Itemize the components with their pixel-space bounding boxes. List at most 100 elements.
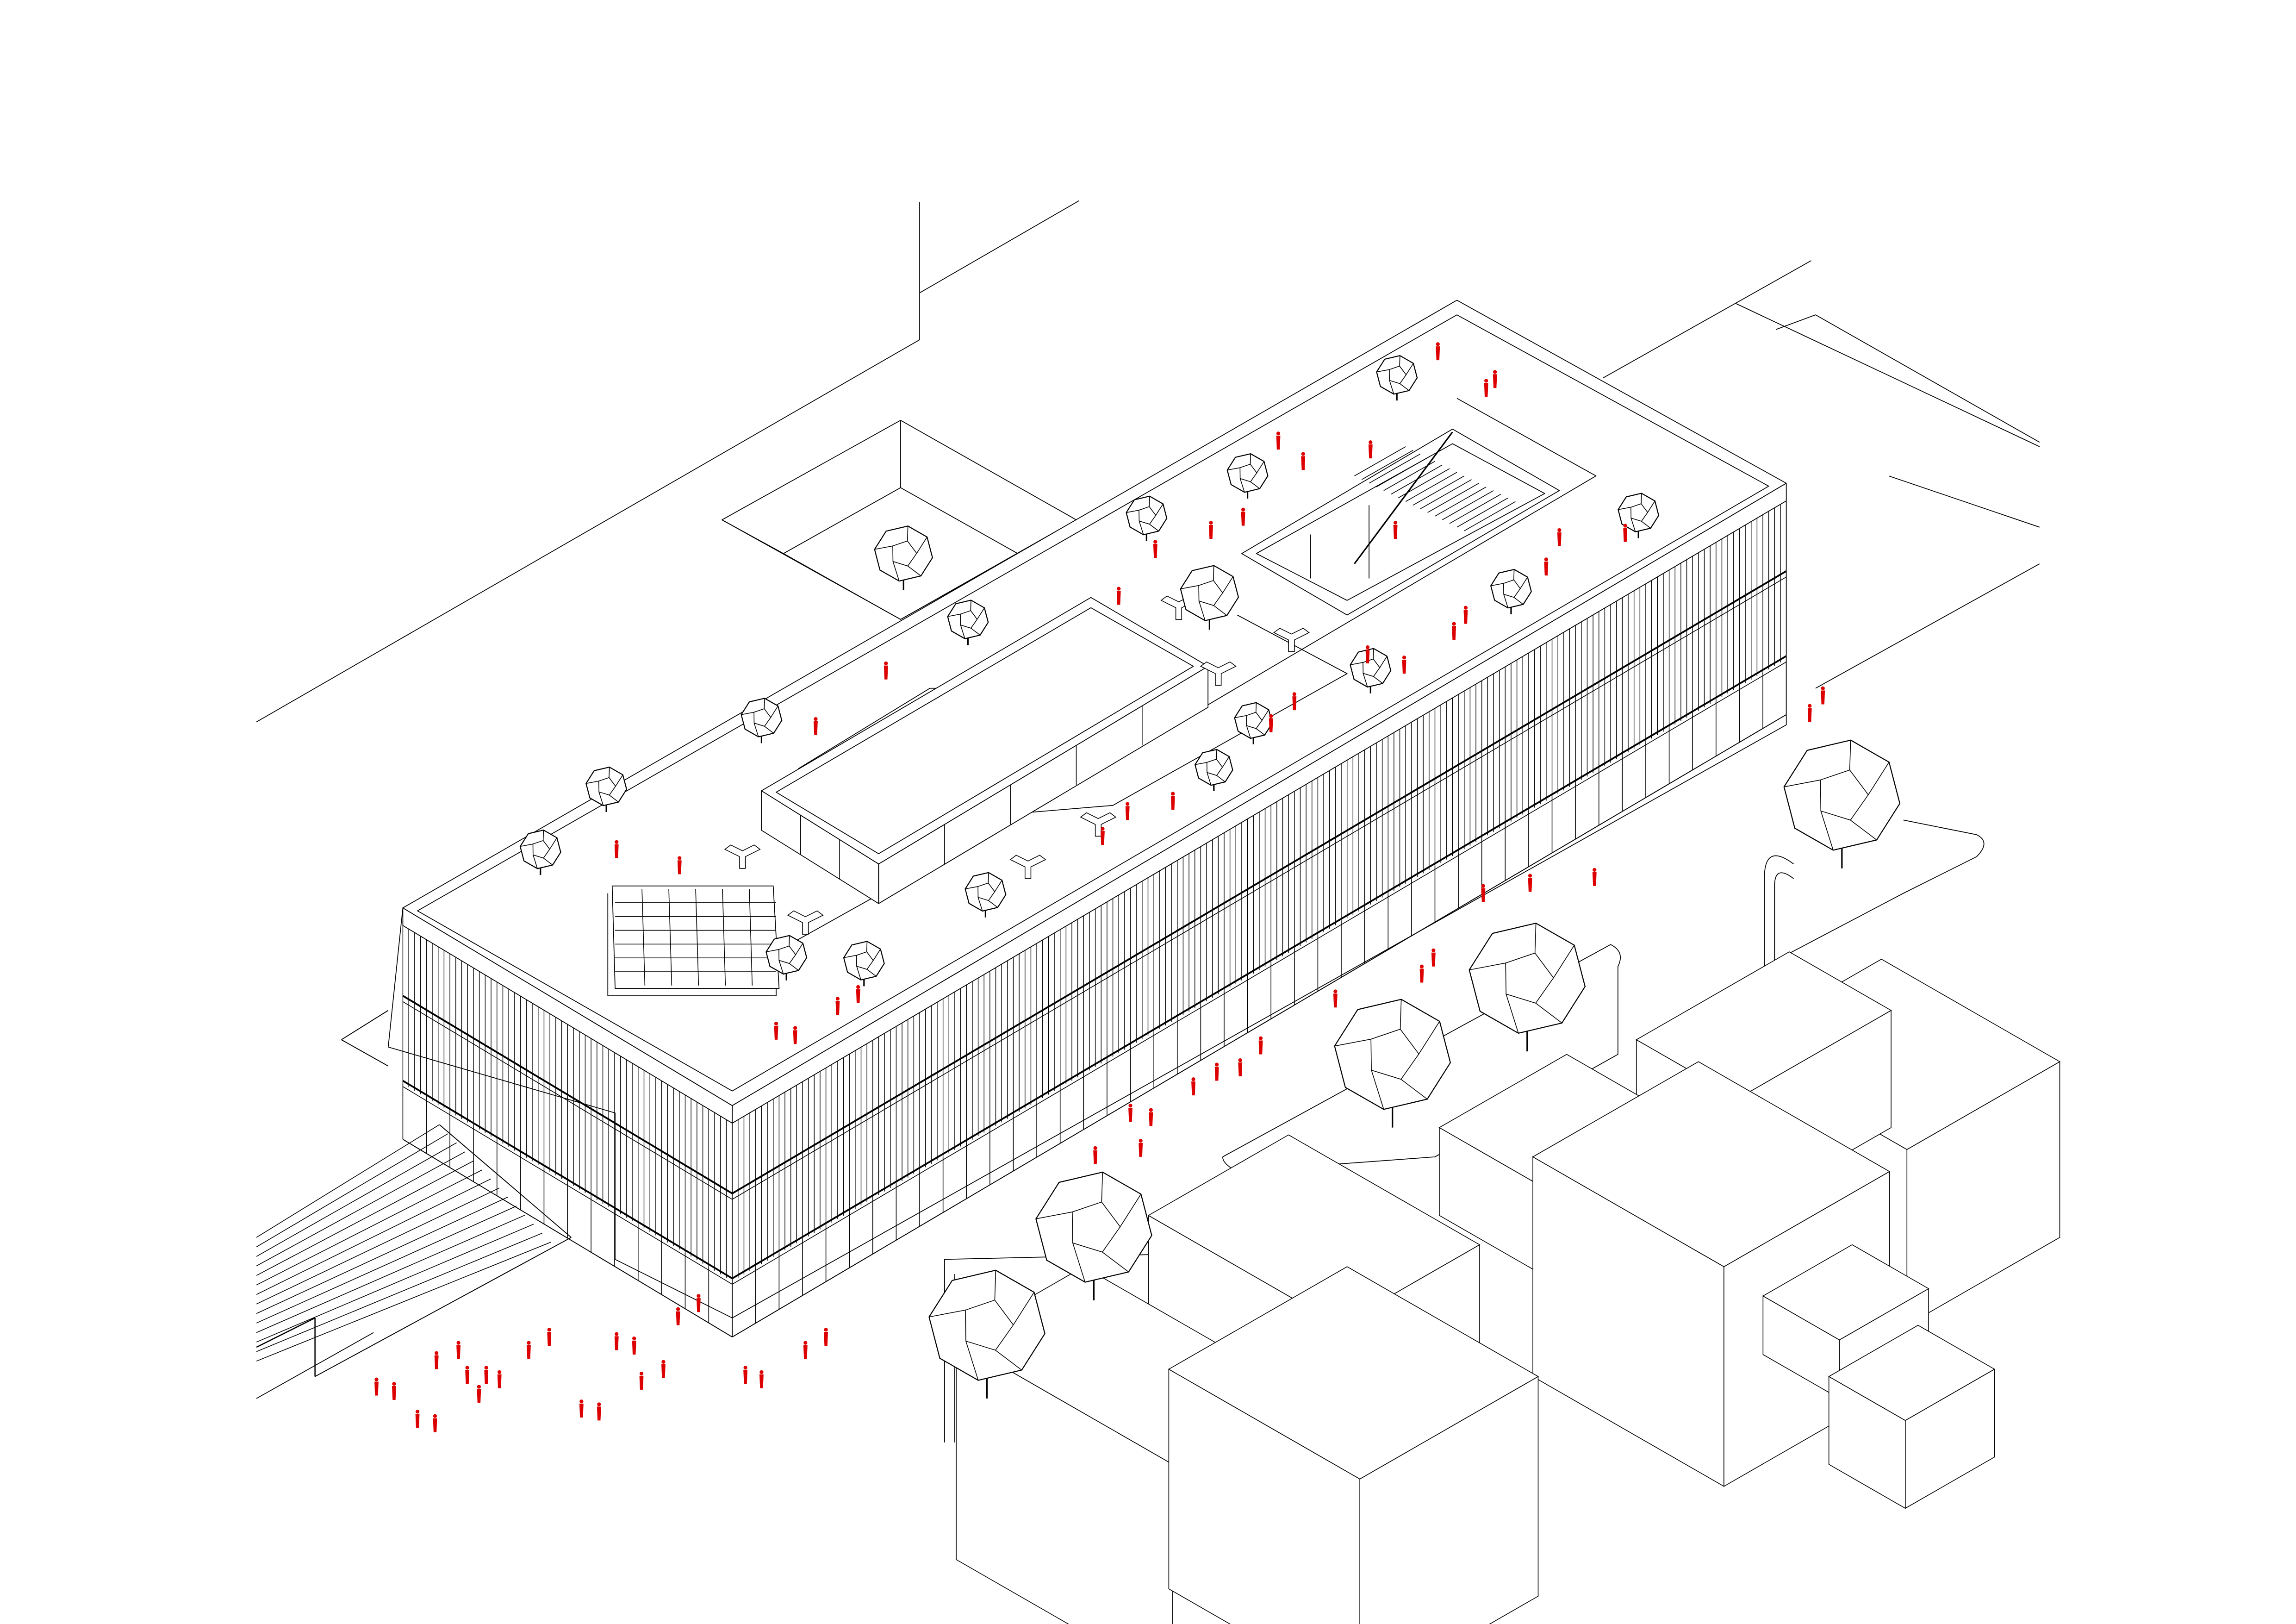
tree-facet — [960, 610, 978, 629]
tree-facet — [929, 1310, 966, 1318]
tree — [1180, 565, 1239, 630]
tree-facet — [1850, 819, 1877, 840]
tree-facet — [1198, 580, 1223, 606]
person-head — [456, 1341, 460, 1345]
person-body — [1393, 525, 1398, 539]
person-body — [1402, 660, 1406, 674]
person — [1463, 606, 1468, 624]
person-head — [676, 1307, 680, 1312]
tree-facet — [1503, 594, 1509, 608]
rooftop-benches — [724, 595, 1310, 935]
tree-crown — [1468, 922, 1586, 1034]
tree-facet — [1072, 1201, 1121, 1253]
main-building — [387, 300, 1787, 1337]
person-body — [1419, 968, 1424, 983]
tree-facet — [1389, 380, 1394, 394]
tree-facet — [764, 698, 765, 709]
trees — [519, 355, 1901, 1399]
person — [484, 1366, 489, 1384]
tree-facet — [1256, 728, 1265, 736]
stair-step — [256, 1178, 491, 1295]
person-head — [1369, 440, 1373, 444]
tree-facet — [965, 886, 978, 889]
person-head — [743, 1366, 747, 1370]
tree — [964, 872, 1007, 918]
tree-facet — [1072, 1243, 1086, 1282]
tree-facet — [843, 955, 857, 958]
person-body — [392, 1386, 396, 1400]
person — [497, 1370, 502, 1388]
person-head — [1821, 686, 1825, 690]
tree-facet — [1849, 740, 1851, 770]
stair-step — [256, 1133, 448, 1248]
person — [374, 1377, 379, 1396]
person-body — [434, 1355, 439, 1369]
tree — [740, 698, 783, 743]
tree-facet — [598, 777, 616, 796]
person-head — [793, 1026, 797, 1030]
facade-band — [403, 1086, 733, 1285]
person-body — [1093, 1150, 1098, 1164]
person-head — [484, 1366, 488, 1370]
person-body — [456, 1345, 461, 1359]
tree-facet — [977, 607, 985, 620]
person-head — [697, 1294, 701, 1298]
person-head — [1269, 714, 1273, 718]
person — [1116, 587, 1121, 605]
person — [527, 1341, 531, 1359]
tree-crown — [874, 525, 933, 582]
person — [1093, 1146, 1098, 1164]
street-edge-right-5 — [1888, 475, 2040, 528]
street-edge-top — [919, 200, 1080, 294]
person — [1528, 874, 1532, 892]
person-head — [1153, 540, 1157, 544]
tree-facet — [856, 951, 874, 970]
tree — [519, 829, 561, 875]
person-head — [1402, 656, 1406, 660]
person-head — [1139, 1139, 1143, 1143]
person-head — [547, 1328, 551, 1332]
person-body — [824, 1331, 828, 1346]
person-body — [1101, 831, 1105, 845]
person-head — [615, 840, 619, 844]
person-body — [814, 721, 818, 735]
bench — [1009, 855, 1046, 879]
person-body — [1276, 436, 1281, 450]
tree-facet — [1250, 454, 1251, 464]
person-body — [1116, 591, 1121, 605]
tree-facet — [1630, 503, 1649, 522]
person — [1493, 370, 1497, 388]
person — [814, 717, 818, 735]
person — [1276, 431, 1281, 450]
person — [1592, 868, 1597, 886]
person — [677, 856, 682, 874]
tree-facet — [965, 1341, 979, 1380]
tree-facet — [1376, 369, 1390, 373]
person-body — [1821, 690, 1825, 705]
person — [434, 1351, 439, 1369]
person-body — [632, 1340, 636, 1355]
person — [1544, 557, 1549, 576]
stair-step — [256, 1224, 534, 1343]
person-body — [884, 665, 888, 680]
tree-facet — [1216, 749, 1217, 759]
courtyard-step — [1412, 475, 1465, 506]
tree-crown — [1234, 702, 1273, 739]
person-head — [615, 1332, 619, 1336]
person-head — [1481, 884, 1485, 888]
tree-facet — [1198, 600, 1206, 621]
facade-band — [732, 662, 1787, 1285]
tree-facet — [795, 943, 803, 955]
person-body — [477, 1389, 481, 1403]
tree-facet — [1406, 363, 1414, 375]
block-roof — [1532, 1061, 1891, 1268]
person-head — [1292, 692, 1296, 696]
stair-step — [256, 1196, 508, 1314]
person — [1623, 524, 1628, 542]
person-body — [856, 989, 860, 1003]
tree-facet — [874, 545, 893, 550]
person-head — [774, 1021, 778, 1026]
courtyard-step — [1376, 457, 1428, 487]
courtyard-outer — [1241, 428, 1560, 616]
courtyard-step — [1442, 490, 1494, 520]
